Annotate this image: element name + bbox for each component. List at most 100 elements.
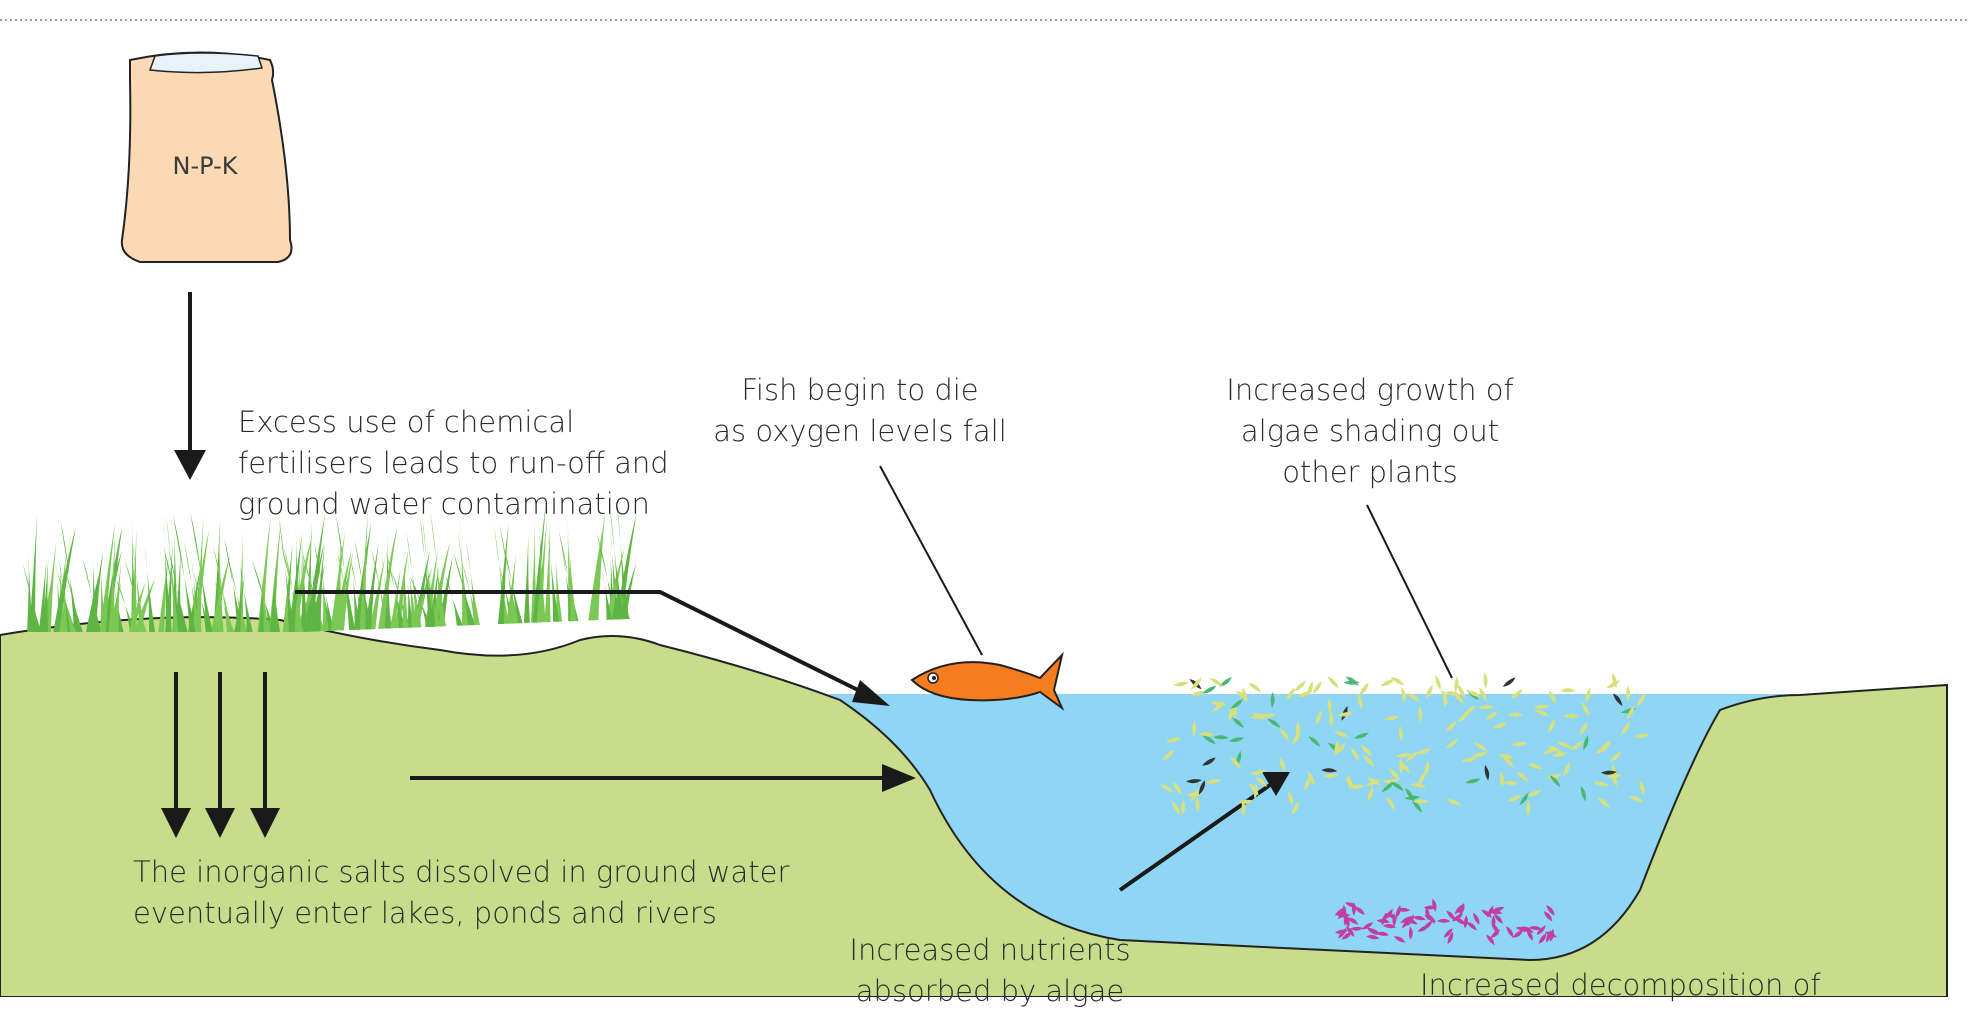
grass-blade	[175, 545, 182, 632]
grass-blade	[311, 550, 320, 632]
grass-blade	[283, 546, 304, 632]
grass-blade	[322, 577, 335, 631]
dying-fish-icon	[910, 651, 1065, 712]
algae-fleck	[1405, 751, 1418, 762]
decomposer-fleck	[1423, 905, 1438, 910]
algae-fleck	[1160, 784, 1174, 793]
algae-fleck	[1190, 677, 1202, 690]
algae-fleck	[1398, 725, 1403, 742]
grass-blade	[349, 556, 367, 630]
decomposer-fleck	[1486, 934, 1495, 946]
algae-fleck	[1585, 687, 1591, 703]
grass-blade	[288, 532, 303, 632]
decomposer-fleck	[1395, 905, 1401, 918]
algae-fleck	[1202, 757, 1216, 766]
algae-fleck	[1291, 800, 1299, 816]
decomposer-fleck	[1412, 915, 1426, 921]
algae-fleck	[1395, 753, 1412, 758]
grass-blade	[234, 574, 245, 632]
grass-blade	[558, 531, 579, 621]
algae-fleck	[1249, 714, 1266, 719]
algae-fleck	[1484, 764, 1490, 781]
grass-blade	[314, 543, 325, 632]
algae-fleck	[1583, 735, 1589, 751]
algae-fleck	[1381, 781, 1394, 793]
decomposer-fleck	[1491, 906, 1505, 912]
grass-blade	[493, 525, 509, 624]
decomposer-fleck	[1473, 912, 1480, 925]
grass-blade	[166, 515, 180, 632]
algae-fleck	[1390, 677, 1405, 686]
fish-label: Fish begin to die as oxygen levels fall	[713, 373, 1007, 448]
grass-blade	[602, 569, 613, 620]
decomposer-fleck	[1447, 931, 1454, 945]
grass-blade	[354, 521, 372, 630]
algae-fleck	[1241, 800, 1246, 817]
grass-blade	[100, 560, 107, 632]
decomposers-cluster	[1334, 898, 1558, 946]
grass-blade	[596, 533, 619, 620]
algae-fleck	[1228, 705, 1234, 722]
algae-fleck	[1445, 721, 1457, 732]
decomposer-fleck	[1408, 926, 1413, 940]
grass-blade	[258, 575, 265, 632]
algae-fleck	[1297, 690, 1313, 697]
decomposer-fleck	[1443, 928, 1453, 938]
runoff-arrow	[295, 590, 869, 697]
decomposer-fleck	[1512, 929, 1524, 938]
grass-blade	[165, 542, 173, 632]
algae-fleck	[1230, 756, 1241, 769]
algae-fleck	[1457, 684, 1465, 699]
algae-fleck	[1233, 703, 1238, 720]
algae-fleck	[1366, 777, 1381, 786]
decomposer-fleck	[1346, 926, 1355, 937]
decomposer-fleck	[1341, 931, 1353, 940]
grass-blade	[365, 543, 379, 630]
algae-fleck	[1549, 775, 1561, 787]
decomposer-fleck	[1344, 902, 1358, 908]
decomposer-fleck	[1347, 917, 1359, 925]
decomposer-fleck	[1337, 913, 1351, 918]
grass-blade	[391, 570, 411, 628]
grass-patch	[23, 500, 637, 632]
algae-fleck	[1446, 799, 1462, 806]
algae-fleck	[1173, 681, 1189, 687]
algae-fleck	[1526, 790, 1542, 796]
algae-fleck	[1502, 756, 1515, 768]
algae-fleck	[1172, 781, 1182, 795]
algae-fleck	[1526, 800, 1531, 816]
algae-fleck	[1412, 800, 1422, 813]
grass-blade	[462, 563, 481, 625]
grass-blade	[301, 552, 325, 632]
algae-fleck	[1171, 801, 1180, 816]
algae-fleck	[1424, 760, 1430, 776]
grass-blade	[172, 515, 196, 632]
algae-fleck	[1390, 781, 1404, 791]
decomposer-fleck	[1393, 936, 1406, 943]
algae-fleck	[1350, 747, 1359, 761]
algae-fleck	[1386, 796, 1395, 811]
algae-fleck	[1230, 698, 1244, 709]
grass-blade	[301, 521, 308, 632]
decomposer-fleck	[1381, 912, 1387, 926]
grass-blade	[609, 506, 624, 620]
decomposer-fleck	[1366, 927, 1378, 936]
grass-blade	[144, 545, 156, 632]
algae-fleck	[1527, 763, 1543, 770]
decomposer-fleck	[1382, 924, 1397, 929]
algae-fleck	[1209, 678, 1223, 687]
grass-blade	[99, 522, 116, 632]
grass-blade	[60, 520, 81, 632]
algae-fleck	[1465, 778, 1481, 784]
algae-fleck	[1202, 735, 1216, 745]
grass-blade	[465, 540, 480, 625]
algae-fleck	[1202, 685, 1217, 694]
grass-blade	[606, 548, 625, 620]
algae-fleck	[1406, 693, 1420, 702]
grass-blade	[282, 573, 289, 632]
algae-fleck	[1343, 680, 1360, 685]
algae-fleck	[1418, 706, 1423, 723]
grass-blade	[566, 504, 574, 622]
algae-fleck	[1270, 691, 1275, 708]
